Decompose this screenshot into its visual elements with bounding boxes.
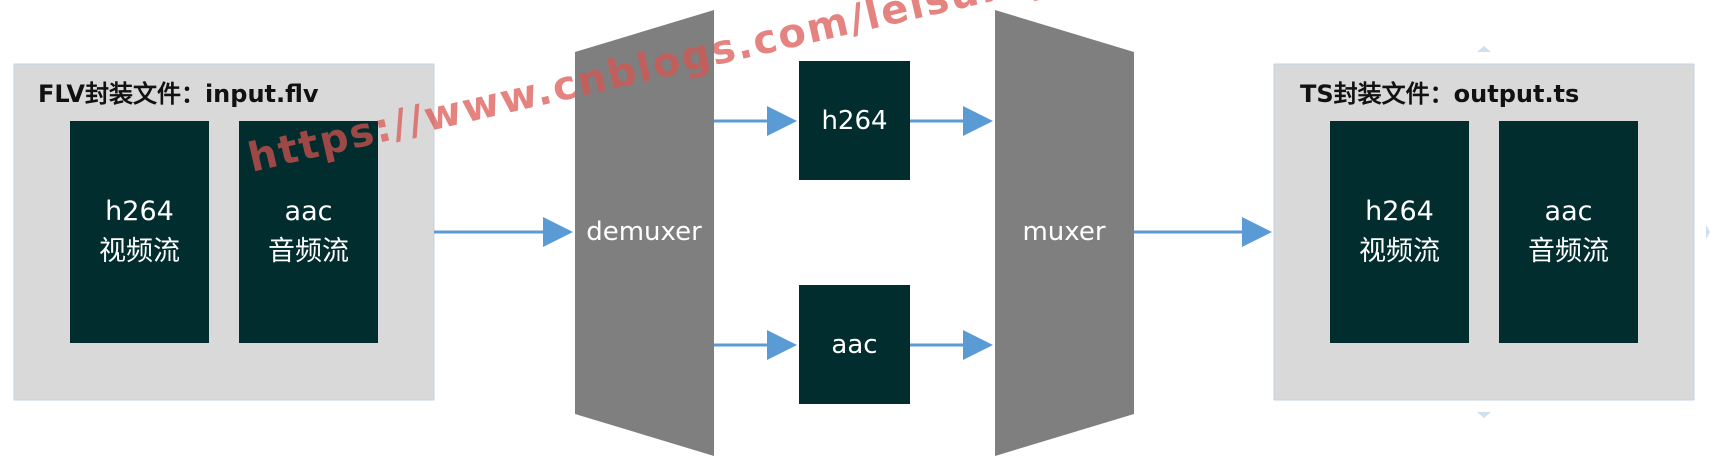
input-container-title: FLV封装文件：input.flv (38, 80, 319, 108)
selection-handle-right[interactable] (1706, 225, 1710, 239)
output-audio-stream-label: 音频流 (1528, 236, 1609, 267)
intermediate-video-stream: h264 (799, 61, 910, 180)
demuxer-shape (575, 10, 714, 456)
input-video-stream-label: 视频流 (99, 236, 180, 267)
input-audio-stream-box (239, 121, 378, 343)
output-video-stream-box (1330, 121, 1469, 343)
input-container: FLV封装文件：input.flv h264 视频流 aac 音频流 (13, 63, 435, 401)
input-audio-stream-label: 音频流 (268, 236, 349, 267)
selection-handle-bottom[interactable] (1477, 412, 1491, 418)
demuxer: demuxer (575, 10, 714, 456)
output-container: TS封装文件：output.ts h264 视频流 aac 音频流 (1273, 63, 1695, 401)
output-video-stream-label: 视频流 (1359, 236, 1440, 267)
selection-handle-top[interactable] (1477, 46, 1491, 52)
intermediate-audio-box (799, 285, 910, 404)
input-video-stream: h264 视频流 (70, 121, 209, 343)
input-video-stream-box (70, 121, 209, 343)
intermediate-video-label: h264 (821, 106, 887, 136)
output-audio-stream-codec: aac (1545, 196, 1593, 227)
muxer: muxer (995, 10, 1134, 456)
output-audio-stream-box (1499, 121, 1638, 343)
input-audio-stream-codec: aac (285, 196, 333, 227)
intermediate-audio-label: aac (831, 330, 877, 360)
output-audio-stream: aac 音频流 (1499, 121, 1638, 343)
input-video-stream-codec: h264 (105, 196, 174, 227)
intermediate-video-box (799, 61, 910, 180)
output-video-stream-codec: h264 (1365, 196, 1434, 227)
muxer-shape (995, 10, 1134, 456)
input-audio-stream: aac 音频流 (239, 121, 378, 343)
output-container-title: TS封装文件：output.ts (1300, 80, 1579, 108)
muxer-label: muxer (1022, 217, 1105, 247)
intermediate-audio-stream: aac (799, 285, 910, 404)
demuxer-label: demuxer (586, 217, 702, 247)
output-video-stream: h264 视频流 (1330, 121, 1469, 343)
